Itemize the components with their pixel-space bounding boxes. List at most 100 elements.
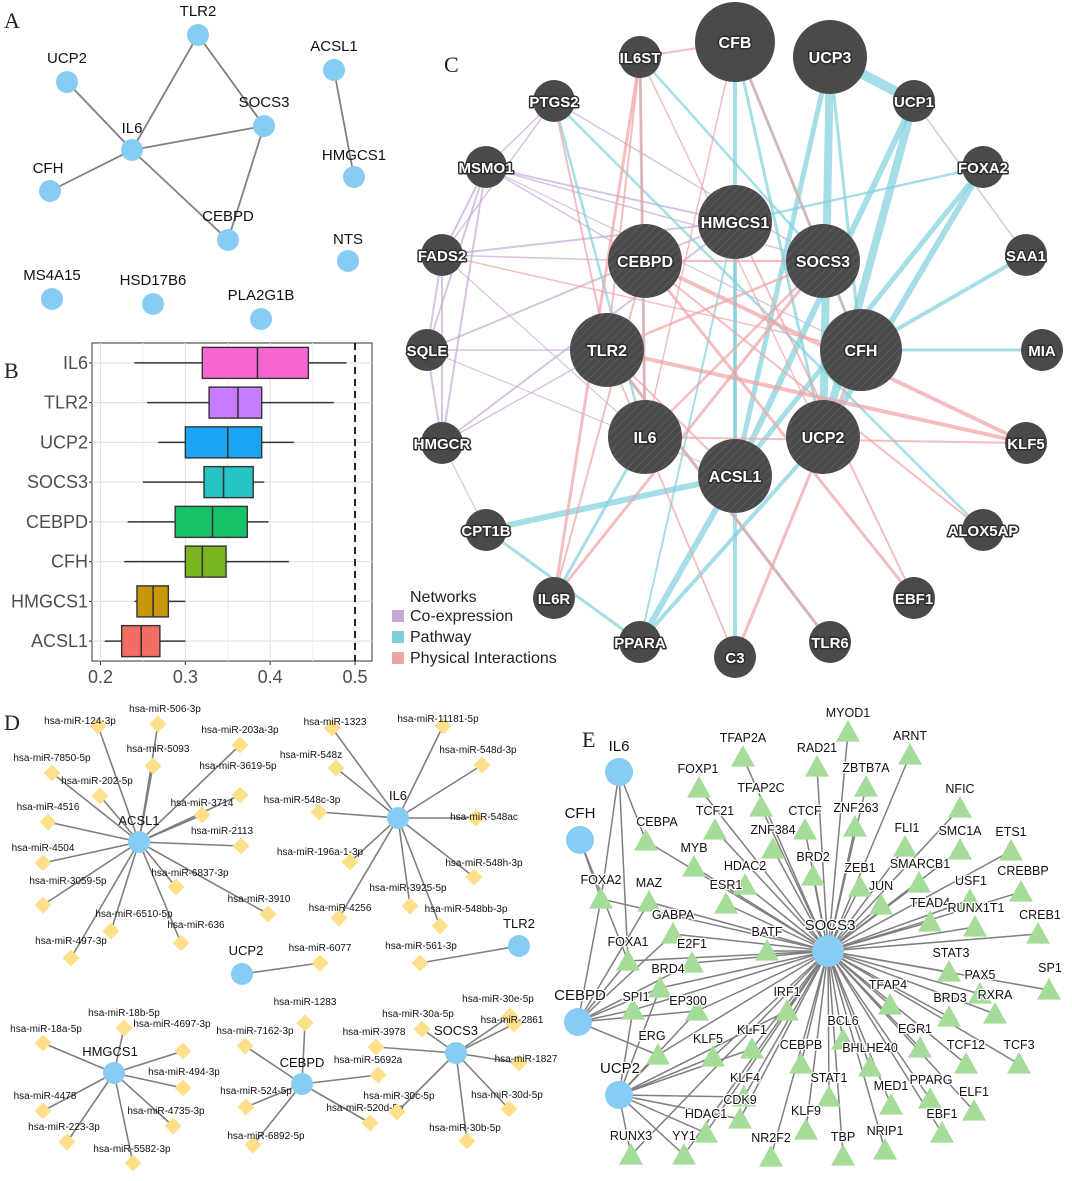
mirna-label-hsa-mir-7850-5p: hsa-miR-7850-5p	[13, 753, 91, 764]
mirna-edge	[397, 817, 475, 878]
mirna-edge	[138, 814, 203, 843]
mirna-node-hsa-mir-5692a	[369, 1066, 387, 1084]
query-node-cebpd	[608, 224, 682, 298]
mirna-label-hsa-mir-6837-3p: hsa-miR-6837-3p	[151, 868, 229, 879]
query-label-acsl1: ACSL1	[709, 469, 762, 486]
socs3-tf-edge	[827, 846, 906, 952]
tf-node-nrip1	[873, 1138, 897, 1160]
mirna-edge	[113, 1072, 174, 1127]
mirna-label-hsa-mir-548ac: hsa-miR-548ac	[450, 812, 518, 823]
gene-label-nts: NTS	[333, 231, 363, 248]
gene-tf-edge	[618, 1094, 745, 1098]
tf-node-pax5	[968, 982, 992, 1004]
socs3-tf-edge	[827, 933, 1039, 952]
tf-label-irf1: IRF1	[773, 985, 800, 999]
tf-node-usf1	[958, 888, 982, 910]
socs3-tf-edge	[827, 950, 1020, 1065]
tf-node-gabpa	[661, 922, 685, 944]
mirna-hub-label-tlr2: TLR2	[503, 916, 535, 931]
tf-label-hdac1: HDAC1	[685, 1107, 727, 1121]
network-label-msmo1: MSMO1	[458, 160, 513, 177]
mirna-node-hsa-mir-524-5p	[237, 1098, 255, 1116]
tf-node-ep300	[685, 999, 709, 1021]
physical-edge	[606, 349, 736, 658]
mirna-node-hsa-mir-6837-3p	[167, 878, 185, 896]
mirna-node-hsa-mir-4516	[39, 813, 57, 831]
mirna-node-hsa-mir-124-3p	[89, 717, 107, 735]
query-label-socs3: SOCS3	[796, 254, 850, 271]
physical-edge	[553, 260, 646, 599]
tf-node-brd4	[648, 976, 672, 998]
socs3-tf-edge	[742, 756, 829, 952]
socs3-tf-edge	[600, 898, 829, 952]
socs3-tf-edge	[827, 850, 1012, 952]
gene-tf-edge	[577, 987, 661, 1023]
mirna-edge	[455, 1052, 468, 1142]
mirna-edge	[397, 764, 483, 819]
mirna-label-hsa-mir-3910: hsa-miR-3910	[228, 894, 291, 905]
tf-label-smarcb1: SMARCB1	[890, 857, 950, 871]
tf-target-label-cfh: CFH	[565, 805, 596, 822]
socs3-tf-edge	[827, 731, 849, 952]
tf-label-usf1: USF1	[955, 874, 987, 888]
tf-label-ctcf: CTCF	[788, 804, 822, 818]
network-node-klf5	[1005, 422, 1047, 464]
mirna-label-hsa-mir-548c-3p: hsa-miR-548c-3p	[264, 795, 341, 806]
gene-tf-edge	[618, 987, 661, 1096]
mirna-node-hsa-mir-5093	[144, 757, 162, 775]
tf-label-nrip1: NRIP1	[867, 1124, 904, 1138]
legend-item-pathway: Pathway	[410, 629, 471, 646]
mirna-node-hsa-mir-4697-3p	[174, 1042, 192, 1060]
mirna-label-hsa-mir-524-5p: hsa-miR-524-5p	[220, 1086, 292, 1097]
socs3-tf-edge	[827, 921, 931, 952]
query-node-tlr2	[570, 313, 644, 387]
tf-node-esr1	[714, 892, 738, 914]
tf-node-maz	[637, 890, 661, 912]
mirna-label-hsa-mir-4504: hsa-miR-4504	[12, 843, 75, 854]
mirna-edge	[252, 1083, 303, 1146]
mirna-edge	[397, 817, 441, 927]
query-node-ucp2	[786, 400, 860, 474]
tf-label-tfap2a: TFAP2A	[720, 731, 767, 745]
mirna-hub-label-il6: IL6	[389, 788, 407, 803]
network-label-il6r: IL6R	[538, 591, 571, 608]
mirna-label-hsa-mir-18b-5p: hsa-miR-18b-5p	[88, 1008, 160, 1019]
tf-node-tcf21	[703, 818, 727, 840]
tf-node-tfap4	[878, 993, 902, 1015]
socs3-tf-edge	[705, 950, 829, 1134]
mirna-edge	[396, 1052, 457, 1113]
mirna-edge	[331, 727, 399, 819]
coexpression-edge	[441, 166, 487, 444]
box-il6	[201, 346, 310, 380]
gene-node-tlr2	[187, 24, 209, 46]
tf-target-label-socs3: SOCS3	[805, 917, 856, 934]
tf-label-hdac2: HDAC2	[724, 859, 766, 873]
tf-label-cebpa: CEBPA	[636, 815, 678, 829]
mirna-node-hsa-mir-2861	[505, 1015, 523, 1033]
panel-label-d: D	[4, 710, 20, 735]
coexpression-edge	[426, 349, 736, 477]
mirna-node-hsa-mir-5582-3p	[124, 1154, 142, 1172]
tf-label-e2f1: E2F1	[677, 937, 707, 951]
tf-node-runx1t1	[963, 915, 987, 937]
coexpression-edge	[485, 166, 824, 262]
gene-node-ucp2	[56, 71, 78, 93]
x-tick-label: 0.5	[343, 667, 368, 687]
mirna-edge	[318, 811, 399, 819]
mirna-edge	[455, 1052, 510, 1110]
tf-node-cebpb	[789, 1052, 813, 1074]
mirna-edge	[138, 841, 269, 915]
socs3-tf-edge	[827, 950, 1050, 991]
tf-target-node-ucp2	[605, 1081, 633, 1109]
mirna-edge	[397, 725, 444, 819]
mirna-label-hsa-mir-1827: hsa-miR-1827	[495, 1054, 558, 1065]
mirna-hub-node-ucp2	[231, 963, 253, 985]
query-node-ucp3	[793, 20, 867, 94]
network-node-ebf1	[893, 577, 935, 619]
tf-label-rad21: RAD21	[797, 741, 837, 755]
socs3-tf-edge	[712, 950, 829, 1058]
pathway-edge	[828, 55, 863, 352]
gene-tf-edge	[618, 1094, 707, 1134]
tf-node-pparg	[918, 1087, 942, 1109]
